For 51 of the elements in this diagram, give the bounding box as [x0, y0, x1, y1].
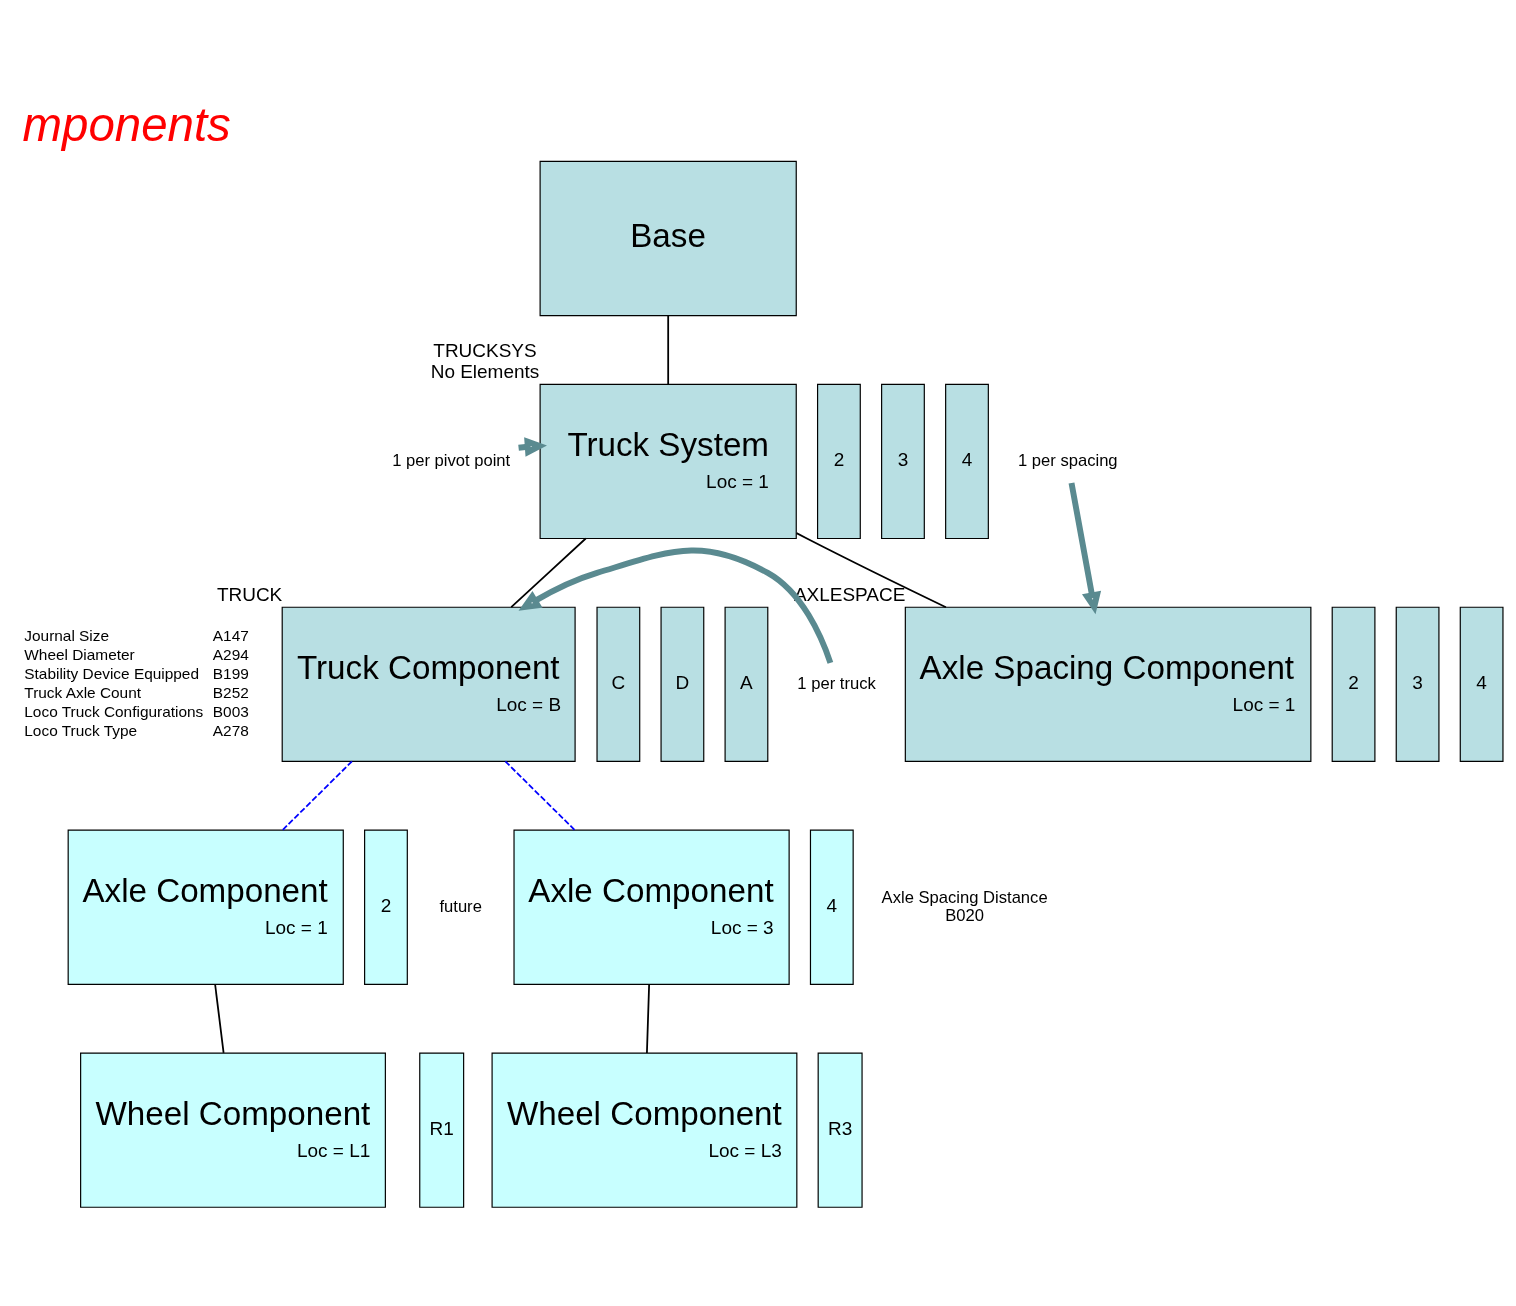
node-box: D — [660, 606, 705, 762]
arrow — [518, 547, 834, 664]
node-box: 4 — [809, 829, 854, 985]
connector — [646, 982, 650, 1054]
node-box: 2 — [1331, 606, 1376, 762]
node-box: R3 — [817, 1052, 863, 1208]
node-box: 2 — [817, 383, 861, 539]
node-box: 2 — [364, 829, 408, 985]
label: A278 — [212, 721, 249, 739]
connector — [214, 982, 225, 1054]
node-label: TRUCK — [216, 583, 283, 605]
label: Loco Truck Configurations — [24, 702, 204, 720]
label: future — [439, 896, 482, 916]
node-box: Axle Component Loc = 3 — [513, 829, 790, 985]
node-label: No Elements — [430, 360, 540, 382]
connector — [667, 314, 670, 385]
label: B020 — [945, 905, 984, 925]
node-label: TRUCKSYS — [433, 339, 537, 361]
node-text: 1 per spacing — [1017, 450, 1118, 470]
node-box: A — [724, 606, 769, 762]
label: B199 — [212, 664, 249, 682]
label: Stability Device Equipped — [24, 664, 200, 682]
node-box: Truck System Loc = 1 — [539, 383, 797, 539]
diagram-title: mponents — [22, 97, 231, 151]
label: B252 — [212, 683, 249, 701]
label: B003 — [212, 702, 249, 720]
label: Truck Axle Count — [24, 683, 142, 701]
node-box: Axle Component Loc = 1 — [67, 829, 344, 985]
node-box: Axle Spacing Component Loc = 1 — [904, 606, 1312, 762]
node-box: Base — [539, 160, 797, 316]
node-text: 1 per pivot point — [392, 450, 511, 470]
node-box: 4 — [945, 383, 989, 539]
node-box: 3 — [881, 383, 925, 539]
label: Axle Spacing Distance — [881, 887, 1048, 907]
node-box: R1 — [419, 1052, 465, 1208]
label: Wheel Diameter — [24, 645, 135, 663]
node-box: Wheel Component Loc = L3 — [491, 1052, 798, 1208]
node-box: Truck Component Loc = B — [281, 606, 576, 762]
node-box: 3 — [1395, 606, 1440, 762]
label: A147 — [212, 626, 249, 644]
label: A294 — [212, 645, 249, 663]
node-box: 4 — [1459, 606, 1504, 762]
connector — [281, 760, 353, 831]
connector — [510, 537, 587, 608]
connector — [504, 760, 576, 831]
node-box: C — [596, 606, 641, 762]
label: Journal Size — [24, 626, 110, 644]
node-box: Wheel Component Loc = L1 — [80, 1052, 386, 1208]
label: Loco Truck Type — [24, 721, 138, 739]
node-text: 1 per truck — [797, 673, 876, 693]
arrow — [1068, 481, 1102, 614]
